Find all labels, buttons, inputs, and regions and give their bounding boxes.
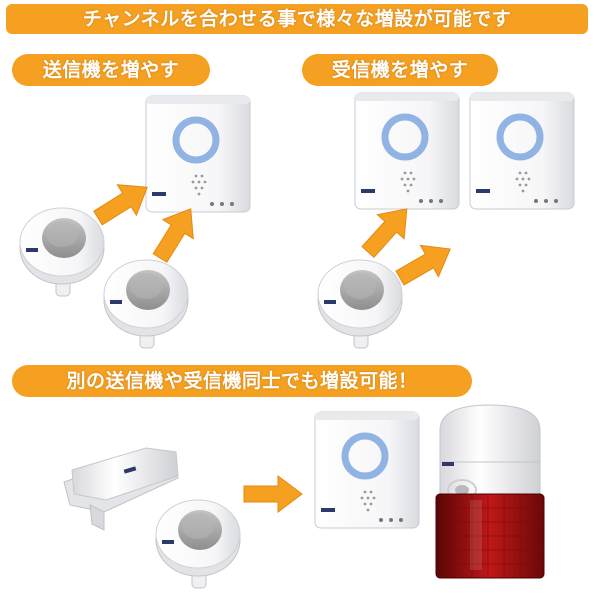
receiver-unit-1 bbox=[146, 96, 250, 212]
banner-add-receivers: 受信機を増やす bbox=[302, 54, 498, 86]
arrow-icon bbox=[390, 232, 460, 295]
banner-mixed-expansion: 別の送信機や受信機同士でも増設可能！ bbox=[12, 365, 472, 397]
push-button-transmitter-4 bbox=[155, 499, 241, 589]
push-button-transmitter-2 bbox=[103, 259, 189, 349]
siren-receiver bbox=[435, 404, 545, 579]
receiver-unit-3 bbox=[470, 93, 574, 209]
arrow-icon bbox=[243, 475, 303, 513]
push-button-transmitter-3 bbox=[317, 259, 403, 349]
sensor-transmitter bbox=[63, 447, 179, 531]
push-button-transmitter-1 bbox=[19, 207, 105, 297]
receiver-unit-4 bbox=[315, 412, 419, 528]
main-banner: チャンネルを合わせる事で様々な増設が可能です bbox=[6, 4, 588, 34]
receiver-unit-2 bbox=[355, 93, 459, 209]
banner-add-transmitters: 送信機を増やす bbox=[12, 54, 210, 86]
